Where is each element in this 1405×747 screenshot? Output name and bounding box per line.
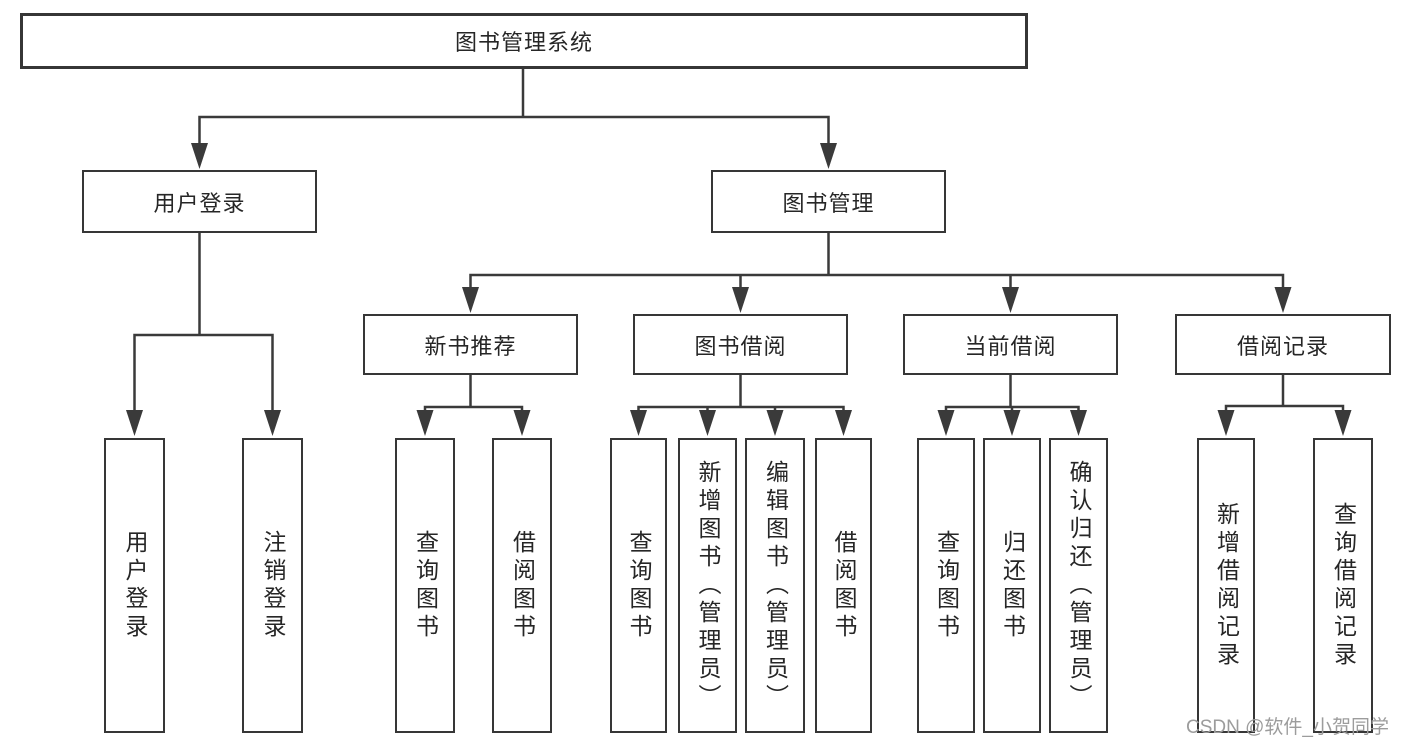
leaf-borrow-books-1: 借阅图书 — [492, 438, 552, 733]
leaf-label: 注销登录 — [260, 529, 286, 642]
connector-book-borrow-children — [637, 375, 845, 414]
node-library-management-system: 图书管理系统 — [20, 13, 1028, 69]
leaf-label: 编辑图书（管理员） — [762, 459, 789, 712]
arrow-to-book-borrow — [732, 287, 749, 313]
leaf-edit-book-admin: 编辑图书（管理员） — [745, 438, 805, 733]
leaf-label: 查询图书 — [933, 529, 960, 642]
arrow-to-leaf-add-book — [699, 410, 716, 436]
connector-root-to-level2 — [198, 69, 830, 147]
node-borrow-records: 借阅记录 — [1175, 314, 1391, 375]
leaf-user-login: 用户登录 — [104, 438, 165, 733]
arrow-to-leaf-query-books-2 — [630, 410, 647, 436]
arrow-to-leaf-edit-book — [766, 410, 784, 436]
leaf-label: 新增借阅记录 — [1213, 501, 1240, 670]
node-label: 图书管理 — [782, 190, 875, 216]
leaf-label: 查询借阅记录 — [1330, 501, 1357, 670]
arrow-to-user-login — [191, 143, 208, 169]
arrow-to-borrow-records — [1274, 287, 1292, 313]
leaf-return-books: 归还图书 — [983, 438, 1041, 733]
csdn-watermark: CSDN @软件_小贺同学 — [1186, 717, 1389, 738]
node-label: 图书借阅 — [694, 333, 787, 359]
connector-new-book-children — [423, 375, 524, 414]
arrow-to-current-borrow — [1002, 287, 1019, 313]
arrow-to-leaf-confirm-return — [1070, 410, 1087, 436]
connector-borrow-records-children — [1224, 375, 1345, 414]
leaf-label: 新增图书（管理员） — [695, 459, 721, 712]
node-label: 用户登录 — [153, 190, 246, 216]
node-book-management: 图书管理 — [711, 170, 946, 233]
leaf-query-borrow-record: 查询借阅记录 — [1313, 438, 1373, 733]
node-book-borrow: 图书借阅 — [633, 314, 848, 375]
leaf-confirm-return-admin: 确认归还（管理员） — [1049, 438, 1108, 733]
node-current-borrow: 当前借阅 — [903, 314, 1118, 375]
leaf-add-book-admin: 新增图书（管理员） — [678, 438, 737, 733]
arrow-to-leaf-user-login — [126, 410, 143, 436]
arrow-to-leaf-borrow-books-2 — [835, 410, 852, 436]
leaf-query-books-2: 查询图书 — [610, 438, 667, 733]
leaf-query-books-3: 查询图书 — [917, 438, 975, 733]
arrow-to-leaf-borrow-books-1 — [513, 410, 531, 436]
arrow-to-leaf-return-books — [1003, 410, 1021, 436]
leaf-label: 借阅图书 — [831, 529, 857, 642]
connector-user-login-children — [133, 233, 274, 414]
node-label: 当前借阅 — [964, 333, 1057, 359]
connector-book-management-children — [469, 233, 1285, 291]
node-new-book-recommend: 新书推荐 — [363, 314, 578, 375]
connector-current-borrow-children — [944, 375, 1080, 414]
leaf-label: 确认归还（管理员） — [1066, 459, 1092, 712]
node-label: 借阅记录 — [1236, 333, 1329, 359]
leaf-label: 归还图书 — [999, 529, 1026, 642]
node-label: 图书管理系统 — [454, 30, 593, 55]
arrow-to-book-management — [820, 143, 837, 169]
arrow-to-leaf-query-books-3 — [937, 410, 955, 436]
leaf-logout: 注销登录 — [242, 438, 303, 733]
leaf-add-borrow-record: 新增借阅记录 — [1197, 438, 1255, 733]
node-label: 新书推荐 — [424, 333, 517, 359]
arrow-to-new-book-recommend — [462, 287, 479, 313]
leaf-borrow-books-2: 借阅图书 — [815, 438, 872, 733]
arrowheads — [126, 143, 1352, 436]
leaf-query-books-1: 查询图书 — [395, 438, 455, 733]
node-user-login: 用户登录 — [82, 170, 317, 233]
leaf-label: 借阅图书 — [509, 529, 536, 642]
arrow-to-leaf-query-books-1 — [416, 410, 434, 436]
leaf-label: 查询图书 — [412, 529, 439, 642]
arrow-to-leaf-query-borrow-record — [1334, 410, 1352, 436]
arrow-to-leaf-logout — [264, 410, 281, 436]
leaf-label: 查询图书 — [626, 529, 652, 642]
arrow-to-leaf-add-borrow-record — [1217, 410, 1235, 436]
leaf-label: 用户登录 — [122, 529, 148, 642]
